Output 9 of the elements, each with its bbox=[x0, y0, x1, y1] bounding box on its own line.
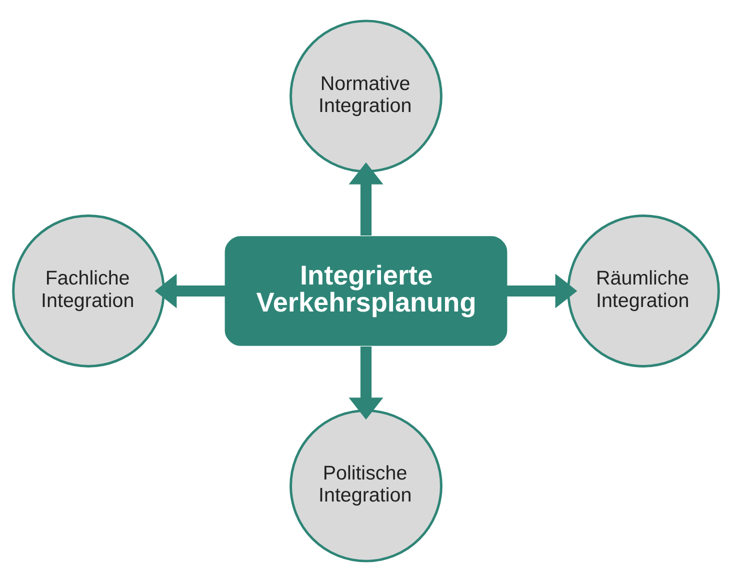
node-circle: Normative Integration bbox=[290, 20, 442, 173]
node-circle: Politische Integration bbox=[290, 409, 442, 562]
node-box: Integrierte Verkehrsplanung bbox=[224, 236, 508, 346]
arrow bbox=[348, 346, 384, 420]
arrow bbox=[348, 162, 384, 236]
node-circle: Fachliche Integration bbox=[12, 214, 165, 368]
arrow bbox=[154, 274, 226, 308]
arrow bbox=[506, 274, 578, 308]
node-circle: Räumliche Integration bbox=[567, 214, 720, 368]
